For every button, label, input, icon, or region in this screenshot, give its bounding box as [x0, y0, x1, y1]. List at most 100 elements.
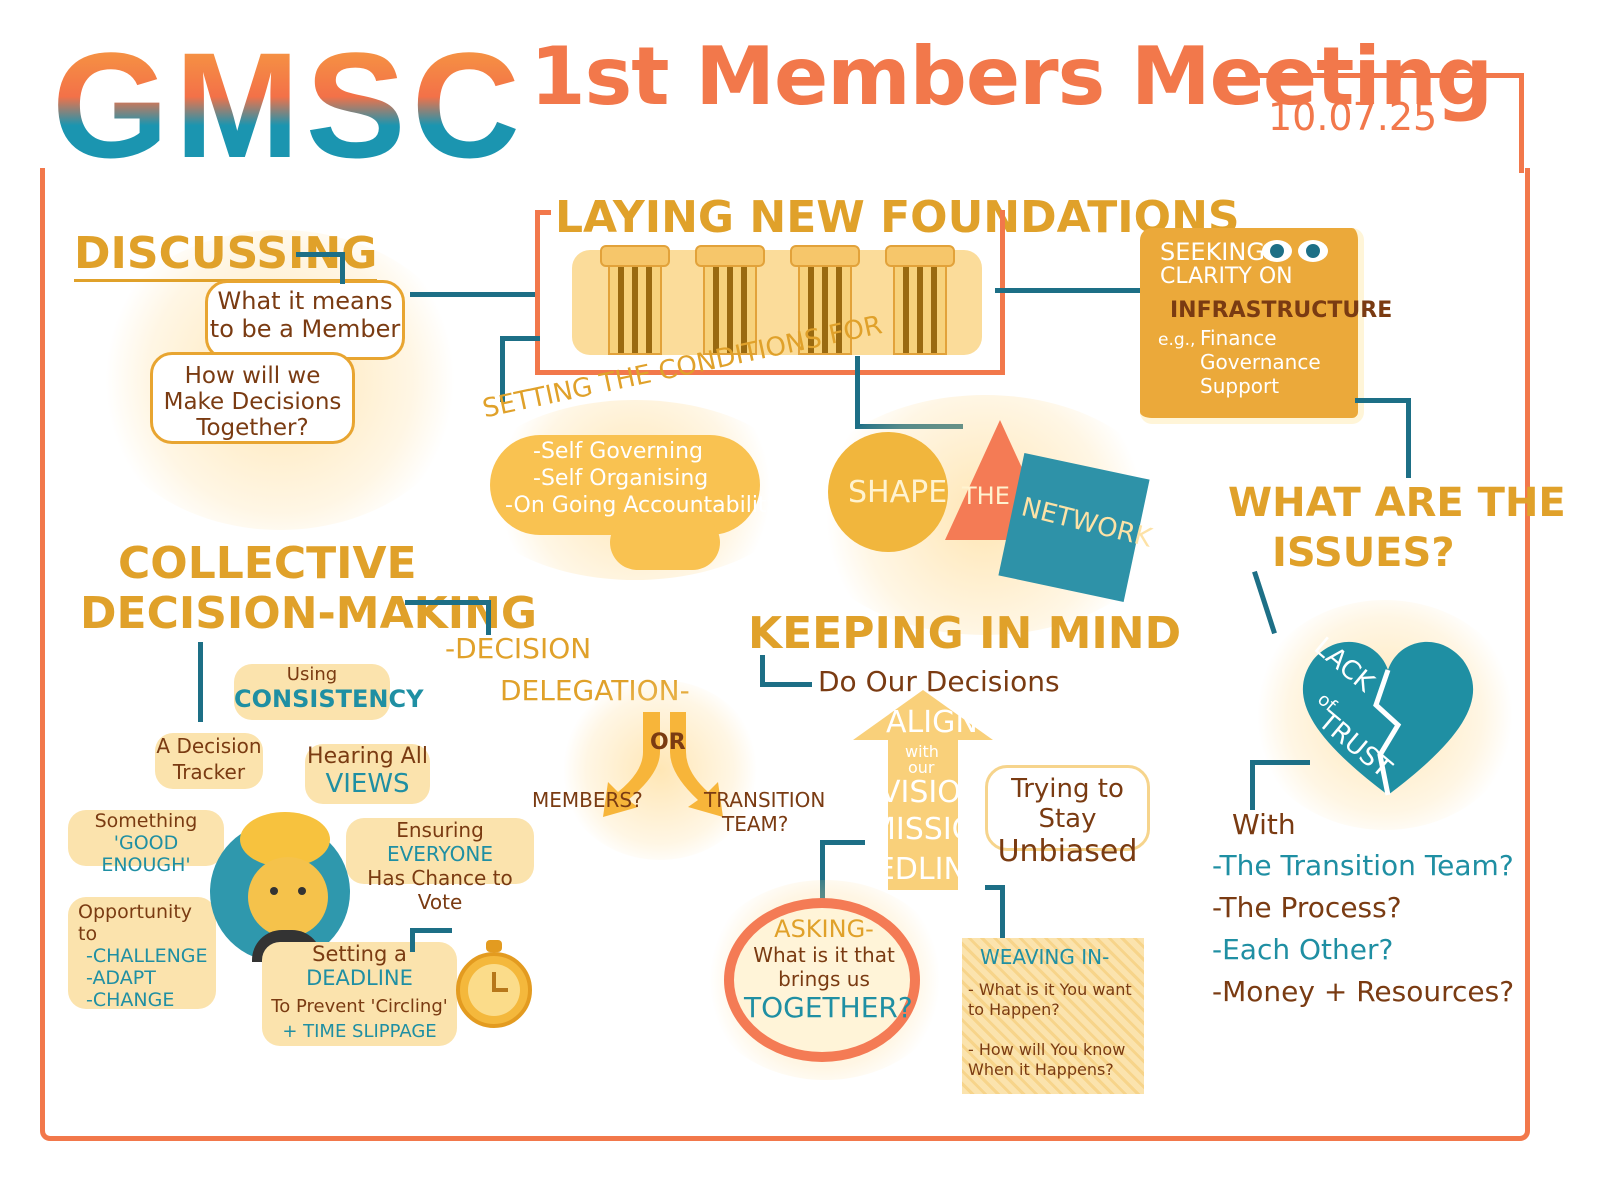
issues-list: -The Transition Team? -The Process? -Eac… — [1212, 845, 1514, 1013]
pillar-3-icon — [790, 245, 860, 355]
connector-foundations-shape — [855, 356, 860, 428]
ensuring-everyone: Everyone — [386, 842, 494, 866]
weaving-item-2: - How will You know When it Happens? — [968, 1040, 1126, 1079]
decision-tracker-pill: A Decision Tracker — [155, 733, 263, 789]
asking-text: Asking- What is it that brings us Togeth… — [744, 915, 913, 1024]
keeping-align: Align — [886, 705, 978, 740]
opp-item-2: -Adapt — [86, 967, 156, 989]
speech-bubble-member: What it means to be a Member — [205, 280, 405, 360]
connector-deadline — [410, 930, 415, 952]
hearing-text: Hearing All — [307, 744, 428, 769]
pillar-2-icon — [695, 245, 765, 355]
seeking-line1: Seeking — [1160, 238, 1265, 266]
delegation-glow — [560, 680, 760, 860]
delegation-transition-1: Transition — [704, 788, 826, 812]
seeking-eg: e.g., — [1158, 330, 1196, 350]
deadline-text-2: Deadline — [306, 966, 413, 990]
connector-weaving-2 — [1000, 885, 1005, 940]
asking-text-3: Together? — [744, 991, 913, 1024]
seeking-line2: Clarity on — [1160, 264, 1293, 289]
keeping-title: Keeping in Mind — [748, 608, 1182, 659]
keeping-sub: Do Our Decisions — [818, 665, 1060, 698]
conditions-item-2: -Self Organising — [533, 466, 709, 491]
connector-weaving — [985, 885, 1005, 890]
frame-right-top — [1519, 73, 1524, 173]
page-frame — [40, 168, 1530, 1141]
the-word: the — [962, 482, 1010, 510]
bubble-member-text: What it means to be a Member — [209, 287, 401, 343]
connector-keeping — [760, 655, 765, 685]
issue-item-3: -Each Other? — [1212, 933, 1394, 966]
delegation-members: Members? — [532, 788, 643, 812]
gmsc-logo: GMSC — [52, 20, 526, 190]
weaving-title: Weaving In- — [980, 945, 1110, 969]
collective-title-2: Decision-Making — [80, 588, 538, 639]
conditions-list: -Self Governing -Self Organising -On Goi… — [505, 438, 780, 519]
seeking-item-1: Finance — [1200, 326, 1277, 350]
connector-discussing-3 — [340, 252, 345, 284]
keeping-with: with — [905, 742, 939, 761]
good-text-1: Something — [94, 810, 198, 832]
meeting-title: 1st Members Meeting — [530, 30, 1493, 123]
person-illustration — [210, 812, 360, 962]
conditions-item-1: -Self Governing — [533, 439, 703, 464]
connector-keeping-2 — [760, 682, 812, 687]
seeking-infrastructure: Infrastructure — [1170, 298, 1393, 323]
issue-item-4: -Money + Resources? — [1212, 975, 1515, 1008]
up-arrow-shape — [853, 690, 993, 890]
consistency-text: Consistency — [234, 685, 424, 713]
connector-foundations-seeking — [995, 288, 1145, 293]
asking-text-1: Asking- — [774, 915, 874, 943]
issues-title-1: What are the — [1228, 480, 1566, 526]
seeking-items: Finance Governance Support — [1200, 326, 1321, 398]
gmsc-text: GMSC — [52, 21, 526, 189]
frame-top-right — [1248, 73, 1524, 78]
connector-discussing-2 — [296, 252, 344, 257]
using-text: Using — [286, 664, 338, 685]
deadline-text-3: To Prevent 'Circling' — [271, 996, 448, 1017]
ensuring-text-1: Ensuring — [396, 818, 484, 842]
issues-with: With — [1232, 808, 1296, 841]
good-enough-pill: Something 'Good Enough' — [68, 810, 224, 876]
split-arrow-icon — [603, 712, 723, 817]
tracker-text: A Decision Tracker — [156, 734, 262, 784]
heart-icon — [1302, 641, 1474, 796]
connector-collective-delegation — [405, 600, 490, 605]
circle-shape — [828, 432, 948, 552]
connector-deadline-2 — [410, 928, 452, 933]
delegation-transition-2: Team? — [722, 812, 789, 836]
asking-text-2: What is it that brings us — [753, 943, 895, 991]
delegation-title-1: -Decision — [445, 632, 592, 665]
connector-asking-2 — [820, 840, 825, 900]
connector-collective-delegation-2 — [486, 600, 491, 635]
foundations-title: Laying New Foundations — [555, 192, 1240, 243]
bubble-decisions-text: How will we Make Decisions Together? — [163, 363, 342, 441]
hearing-views-pill: Hearing All Views — [305, 744, 430, 804]
opp-item-3: -Change — [86, 989, 175, 1011]
opp-item-1: -Challenge — [86, 945, 208, 967]
deadline-text-4: + Time Slippage — [282, 1021, 437, 1042]
conditions-cloud-bottom — [610, 515, 720, 570]
alarm-clock-icon — [448, 940, 548, 1040]
asking-ring — [724, 898, 920, 1062]
ensuring-text-2: Has Chance to Vote — [367, 866, 513, 914]
shape-word: Shape — [848, 475, 948, 510]
keeping-our: our — [908, 758, 935, 777]
connector-foundations-conditions-2 — [500, 336, 505, 402]
good-text-2: 'Good Enough' — [101, 832, 191, 876]
seeking-item-2: Governance — [1200, 350, 1321, 374]
seeking-card — [1140, 228, 1364, 424]
deadline-text-1: Setting a — [312, 942, 407, 966]
issues-title-2: Issues? — [1272, 530, 1455, 576]
unbiased-text-2: Unbiased — [997, 834, 1138, 869]
speech-bubble-decisions: How will we Make Decisions Together? — [150, 352, 355, 444]
delegation-or: or — [650, 730, 686, 755]
weaving-box — [962, 938, 1144, 1094]
keeping-vision: Vision — [880, 775, 984, 810]
connector-asking — [820, 840, 865, 845]
eyes-icon — [1262, 240, 1342, 266]
seeking-item-3: Support — [1200, 374, 1280, 398]
unbiased-bubble: Trying to Stay Unbiased — [985, 765, 1150, 869]
pillar-1-icon — [600, 245, 670, 355]
connector-heart-with — [1250, 760, 1310, 765]
